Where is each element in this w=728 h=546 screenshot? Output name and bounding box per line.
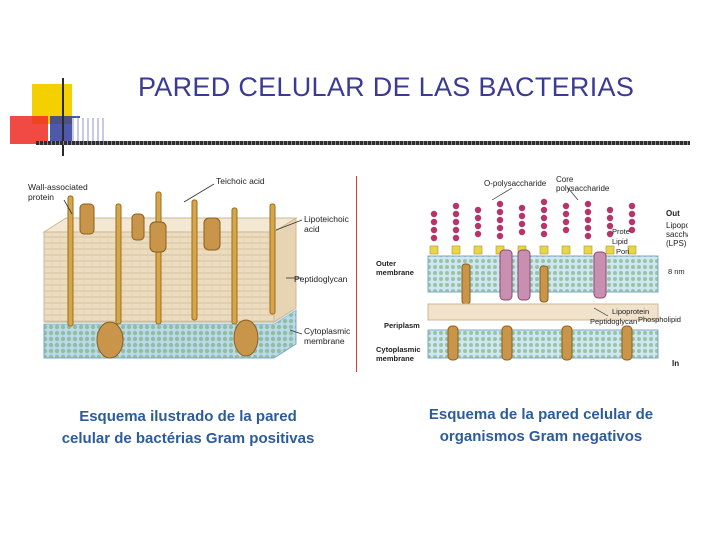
page-title: PARED CELULAR DE LAS BACTERIAS [138,72,635,102]
logo-red-square [10,116,48,144]
label-size: 8 nm [668,267,685,276]
label-phospholipid: Phospholipid [638,315,681,324]
title-divider [36,141,690,145]
label-lps: Lipopoly-saccharide(LPS) [666,221,688,248]
label-o-polysaccharide: O-polysaccharide [484,179,547,188]
logo-grid-lines [72,118,104,144]
label-in: In [672,359,679,368]
label-peptidoglycan: Peptidoglycan [294,274,348,284]
label-porin: Pori [616,247,630,256]
gram-positive-caption-line2: celular de bactérias Gram positivas [61,430,315,447]
label-periplasm: Periplasm [384,321,420,330]
label-protein: Prote [612,227,630,236]
label-peptidoglycan-neg: Peptidoglycan [590,317,637,326]
label-teichoic-acid: Teichoic acid [216,176,265,186]
gram-negative-caption: Esquema de la pared celular de organismo… [386,404,696,448]
gram-negative-caption-line1: Esquema de la pared celular de [428,406,654,423]
gram-positive-caption-line1: Esquema ilustrado de la pared [79,408,297,425]
logo-vertical-line [62,78,64,156]
gram-positive-caption: Esquema ilustrado de la pared celular de… [28,406,348,450]
label-out: Out [666,209,680,218]
gram-negative-caption-line2: organismos Gram negativos [439,428,643,445]
logo-decoration [10,78,120,164]
label-lipid: Lipid [612,237,628,246]
label-lipoprotein: Lipoprotein [612,307,649,316]
figure-divider [356,176,357,372]
